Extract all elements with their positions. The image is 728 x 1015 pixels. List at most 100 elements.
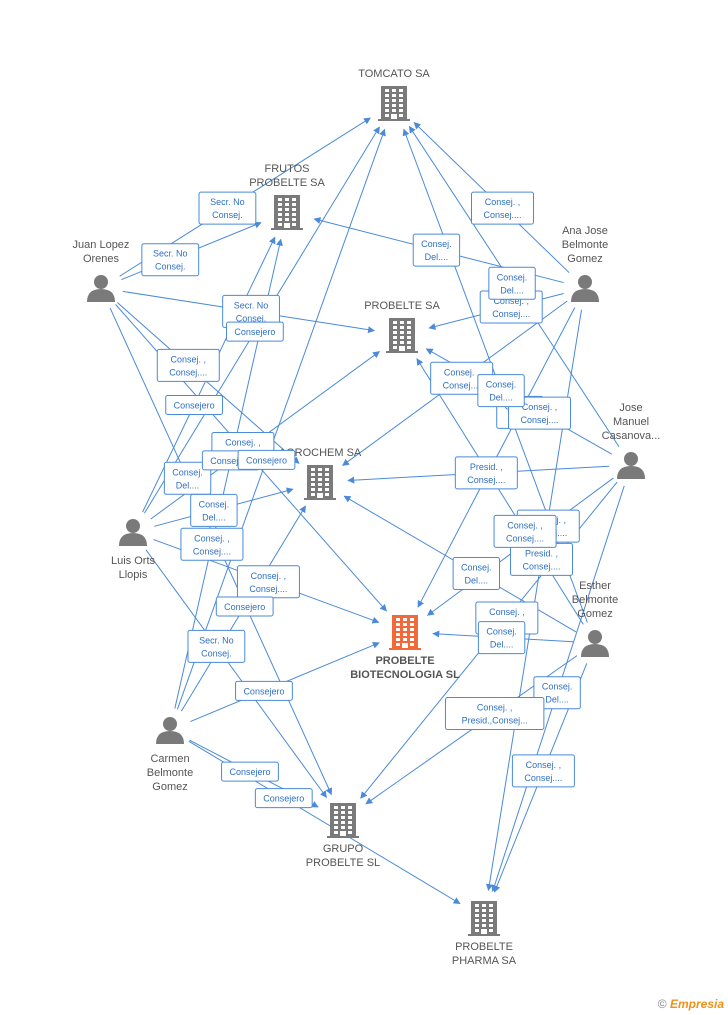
relation-label[interactable]: Consejero bbox=[235, 680, 293, 701]
person-label: Luis Orts bbox=[111, 555, 156, 567]
relation-label-text: Consejero bbox=[246, 455, 287, 465]
building-icon bbox=[378, 86, 410, 121]
relation-label-text: Secr. No bbox=[210, 197, 245, 207]
relation-label[interactable]: Consej.Del.... bbox=[452, 557, 501, 591]
relation-label-text: Consejero bbox=[210, 456, 251, 466]
person-label: Gomez bbox=[152, 781, 187, 793]
relation-label-text: Consej. , bbox=[489, 607, 525, 617]
relation-label-box bbox=[254, 788, 313, 809]
relation-label-box bbox=[477, 374, 525, 408]
person-label: Juan Lopez bbox=[73, 239, 130, 251]
person-icon bbox=[571, 275, 599, 302]
relation-label[interactable]: Consejero bbox=[165, 394, 224, 415]
relation-label-box bbox=[180, 527, 244, 561]
building-icon bbox=[304, 465, 336, 500]
relation-label-text: Consej.... bbox=[506, 533, 544, 543]
relation-label-box bbox=[444, 696, 545, 730]
company-label: PROBELTE bbox=[455, 941, 513, 953]
relation-label[interactable]: Consejero bbox=[221, 761, 279, 782]
relation-label[interactable]: Presid. , Consej.... bbox=[454, 456, 518, 490]
company-node-tomcato[interactable]: TOMCATO SA bbox=[358, 68, 430, 121]
relation-label-text: Consej.... bbox=[521, 415, 559, 425]
relation-label-text: Secr. No bbox=[234, 300, 269, 310]
relation-label[interactable]: Consej. ,Consej.... bbox=[471, 191, 535, 225]
relation-label-text: Consej.... bbox=[483, 210, 521, 220]
relation-label-text: Consej.... bbox=[443, 380, 481, 390]
company-label: GRUPO bbox=[323, 843, 364, 855]
building-icon bbox=[468, 901, 500, 936]
relation-label-text: Consej. bbox=[461, 563, 492, 573]
relation-label[interactable]: Consej.Del.... bbox=[477, 621, 526, 655]
relation-label[interactable]: Consej.Del.... bbox=[190, 493, 238, 527]
relation-edge bbox=[416, 358, 584, 625]
relation-label-text: Presid. , bbox=[525, 548, 558, 558]
person-label: Belmonte bbox=[562, 239, 608, 251]
relation-label[interactable]: Consej. ,Consej.... bbox=[430, 361, 494, 395]
relation-label[interactable]: Consej. ,Consej.... bbox=[511, 754, 575, 788]
relation-label-box bbox=[237, 449, 296, 470]
company-label: BIOTECNOLOGIA SL bbox=[350, 669, 460, 681]
relation-label[interactable]: Presid. ,Consej.... bbox=[509, 542, 573, 576]
company-node-biotec[interactable]: PROBELTE BIOTECNOLOGIA SL bbox=[350, 615, 460, 681]
relation-label[interactable]: Consejero bbox=[237, 449, 296, 470]
relation-label[interactable]: Consejero bbox=[215, 596, 274, 617]
relation-label-text: Del.... bbox=[202, 512, 226, 522]
relation-label-text: Consejero bbox=[229, 767, 270, 777]
relation-label[interactable]: Consejero bbox=[254, 788, 313, 809]
company-node-probelte[interactable]: PROBELTE SA bbox=[364, 300, 440, 353]
relation-label[interactable]: Consej. ,Consej.... bbox=[180, 527, 244, 561]
relation-label-box bbox=[452, 557, 501, 591]
relation-label-text: Consej. , bbox=[477, 702, 513, 712]
person-label: Gomez bbox=[577, 608, 612, 620]
company-label: TOMCATO SA bbox=[358, 68, 430, 80]
relation-edge bbox=[145, 549, 327, 798]
company-label: PROBELTE bbox=[375, 655, 434, 667]
relation-label-box bbox=[477, 621, 526, 655]
company-node-agrochem[interactable]: AGROCHEM SA bbox=[279, 447, 362, 500]
relation-label-text: Consej. bbox=[172, 467, 203, 477]
relation-label[interactable]: Consej. ,Consej.... bbox=[493, 514, 557, 548]
company-label: PROBELTE SA bbox=[364, 300, 440, 312]
relation-label-text: Presid. , bbox=[470, 462, 503, 472]
person-node-jose[interactable]: JoseManuelCasanova... bbox=[602, 402, 661, 479]
footer-credit: © Empresia bbox=[658, 997, 724, 1011]
relation-label-box bbox=[198, 191, 257, 225]
relation-label[interactable]: Consej. ,Consej.... bbox=[156, 348, 220, 382]
person-label: Jose bbox=[619, 402, 642, 414]
relation-label[interactable]: Consej.Del.... bbox=[533, 676, 581, 710]
relation-label-text: Del.... bbox=[425, 252, 449, 262]
relation-label[interactable]: Consej.Del.... bbox=[163, 461, 212, 495]
relation-label-text: Secr. No bbox=[199, 635, 234, 645]
relation-label[interactable]: Consej.Del.... bbox=[477, 374, 525, 408]
relation-label[interactable]: Consej. ,Consej.... bbox=[236, 565, 300, 599]
relation-label[interactable]: Consej.Del.... bbox=[412, 233, 461, 267]
person-icon bbox=[581, 630, 609, 657]
person-label: Ana Jose bbox=[562, 225, 608, 237]
person-icon bbox=[156, 717, 184, 744]
relation-label-box bbox=[533, 676, 581, 710]
relation-label-text: Consej. , bbox=[225, 438, 261, 448]
brand-logo[interactable]: Empresia bbox=[669, 997, 724, 1011]
relation-label-text: Secr. No bbox=[153, 249, 188, 259]
relation-label[interactable]: Consej. ,Presid.,Consej... bbox=[444, 696, 545, 730]
relation-label-text: Consej. bbox=[497, 272, 528, 282]
relation-label[interactable]: Consej.Del.... bbox=[488, 266, 536, 300]
relation-label-text: Consejero bbox=[263, 794, 304, 804]
relation-label[interactable]: Consejero bbox=[225, 321, 284, 342]
person-label: Llopis bbox=[119, 569, 148, 581]
relation-label-text: Consej.... bbox=[169, 367, 207, 377]
relation-label-text: Consej.... bbox=[467, 475, 505, 485]
